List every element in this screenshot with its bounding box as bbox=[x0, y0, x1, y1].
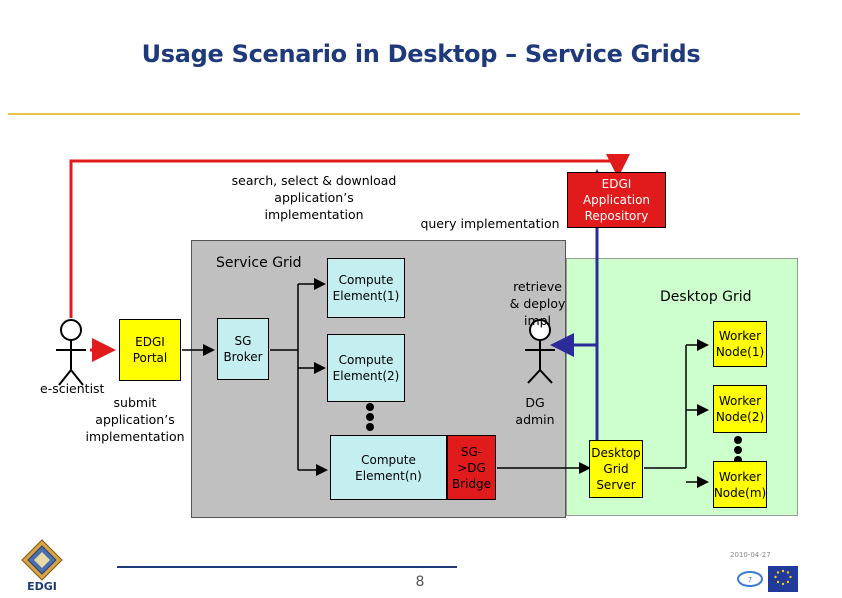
submit-label: submit application’s implementation bbox=[85, 395, 185, 444]
worker-ellipsis bbox=[734, 436, 742, 466]
title-divider bbox=[8, 113, 800, 115]
ce-ellipsis bbox=[366, 403, 374, 433]
search-label: search, select & download application’s … bbox=[231, 173, 397, 222]
page-number: 8 bbox=[415, 574, 425, 590]
footer-date: 2010-04-27 bbox=[730, 551, 771, 559]
query-label: query implementation bbox=[420, 216, 560, 231]
edgi-logo: EDGI bbox=[14, 538, 70, 594]
service-grid-label: Service Grid bbox=[216, 255, 302, 271]
escientist-figure bbox=[56, 319, 86, 386]
eu-flag-icon bbox=[768, 566, 798, 592]
desktop-grid-label: Desktop Grid bbox=[660, 289, 752, 305]
escientist-label: e-scientist bbox=[40, 381, 105, 396]
partner-logo: 7 bbox=[735, 568, 765, 590]
footer-divider bbox=[117, 566, 457, 568]
svg-text:7: 7 bbox=[748, 576, 752, 584]
slide-title: Usage Scenario in Desktop – Service Grid… bbox=[141, 40, 701, 68]
dg-admin-figure bbox=[525, 319, 555, 384]
logo-text: EDGI bbox=[27, 580, 57, 593]
dg-admin-label: DG admin bbox=[515, 395, 555, 427]
red-download-arrow bbox=[69, 154, 630, 318]
retrieve-label: retrieve & deploy impl bbox=[509, 279, 566, 328]
